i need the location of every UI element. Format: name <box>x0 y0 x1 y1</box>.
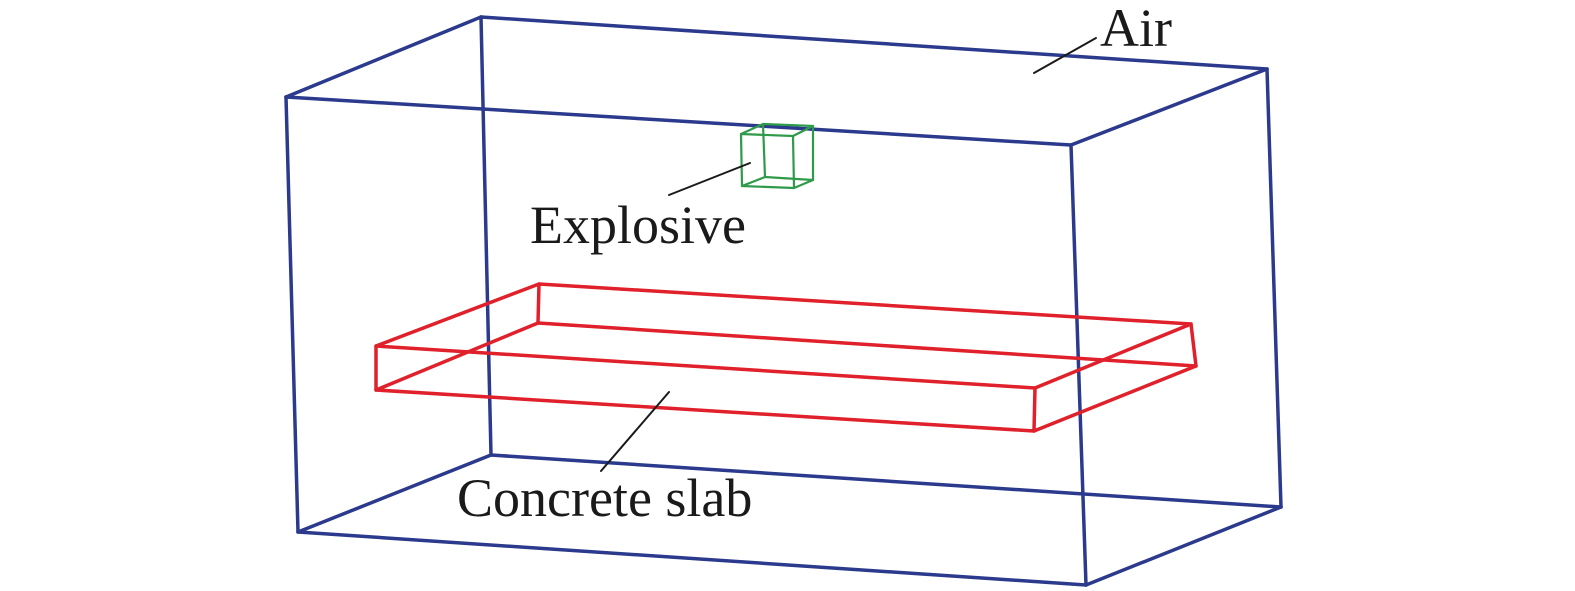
air-domain-box <box>284 15 1283 587</box>
explosive-leader-line <box>668 162 751 196</box>
explosive-edge-1 <box>739 122 765 136</box>
air-edge-top-left-depth <box>284 15 483 99</box>
air-edge-back-right <box>1265 67 1283 509</box>
air-edge-back-left <box>479 15 493 457</box>
air-edge-back-top <box>479 15 1269 71</box>
concrete-slab-label: Concrete slab <box>457 468 752 528</box>
air-edge-bottom-left-depth <box>296 453 493 534</box>
slab-back-left-edge <box>536 282 541 325</box>
concrete-slab <box>374 282 1198 433</box>
slab-front-bottom <box>374 344 1037 433</box>
slab-back-bottom-edge <box>536 321 1198 368</box>
explosive-edge-2 <box>791 124 815 138</box>
explosive-face-front <box>739 132 796 190</box>
air-label: Air <box>1100 0 1172 58</box>
explosive-edge-4 <box>740 175 767 188</box>
explosive-edge-3 <box>792 178 815 190</box>
slab-left-bottom-depth <box>374 321 540 392</box>
explosive-face-back <box>761 122 815 182</box>
air-edge-front-bottom <box>296 530 1088 587</box>
explosive-cube <box>739 122 815 190</box>
air-edge-front-left <box>284 95 300 534</box>
air-edge-back-bottom <box>489 453 1283 509</box>
slab-top-face <box>374 282 1193 390</box>
air-edge-bottom-right-depth <box>1084 505 1283 587</box>
slab-leader-line <box>600 391 670 472</box>
air-edge-top-right-depth <box>1069 67 1269 147</box>
explosive-label: Explosive <box>530 195 746 255</box>
air-edge-front-right <box>1069 143 1088 587</box>
air-edge-front-top <box>284 95 1073 147</box>
air-leader-line <box>1033 37 1097 74</box>
